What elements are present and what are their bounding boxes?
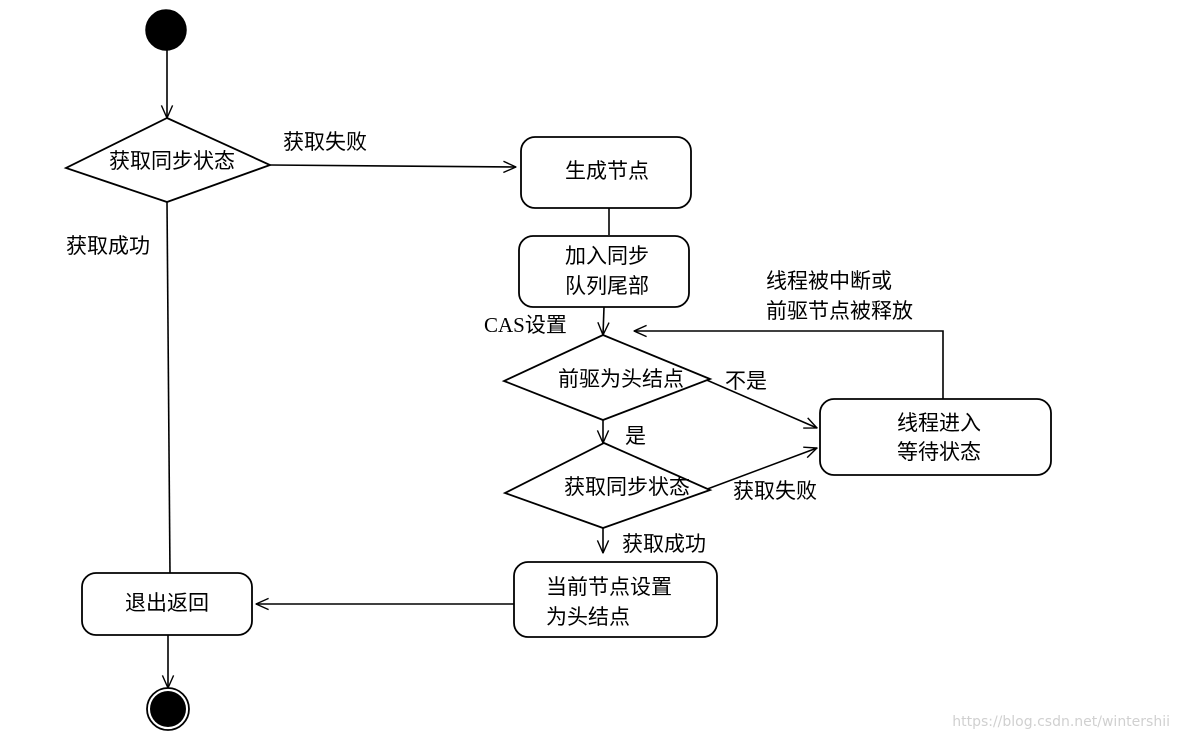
edge-label-acquire-fail-2: 获取失败 <box>733 479 817 503</box>
edge-label-acquire-success-1: 获取成功 <box>66 234 150 258</box>
box-thread-wait-label-line2: 等待状态 <box>897 440 981 464</box>
edge-label-acquire-success-2: 获取成功 <box>622 532 706 556</box>
edge-label-interrupt-line1: 线程被中断或 <box>766 269 892 293</box>
box-enqueue-tail-label-line2: 队列尾部 <box>565 274 649 298</box>
decision-predecessor-is-head <box>501 334 713 421</box>
edge-enqueue-to-pred-check <box>603 306 604 335</box>
edge-acquire-2-fail-to-wait <box>701 448 817 492</box>
decision-predecessor-is-head-label: 前驱为头结点 <box>558 367 684 391</box>
start-node <box>145 9 187 51</box>
box-exit-return <box>81 572 253 636</box>
decision-acquire-state-2-label: 获取同步状态 <box>564 475 690 499</box>
box-set-as-head <box>513 561 718 638</box>
box-enqueue-tail <box>518 235 690 308</box>
end-node <box>146 687 190 731</box>
edge-label-is-head: 是 <box>625 424 646 448</box>
edge-acquire-success-to-exit <box>166 201 171 575</box>
box-create-node <box>520 136 692 209</box>
edge-acquire-fail-to-create-node <box>269 165 516 167</box>
box-create-node-label: 生成节点 <box>565 159 649 183</box>
box-enqueue-tail-label-line1: 加入同步 <box>565 244 649 268</box>
edge-label-acquire-fail-1: 获取失败 <box>283 130 367 154</box>
edge-wait-loop-back <box>634 331 944 399</box>
edge-label-not-head: 不是 <box>725 369 767 393</box>
decision-acquire-state-2 <box>502 442 713 529</box>
watermark-text: https://blog.csdn.net/wintershii <box>952 714 1170 730</box>
box-set-as-head-label-line2: 为头结点 <box>546 605 630 629</box>
box-set-as-head-label-line1: 当前节点设置 <box>546 575 672 599</box>
decision-acquire-state-1 <box>63 117 273 203</box>
edge-label-cas-set: CAS设置 <box>484 313 567 337</box>
box-thread-wait-label-line1: 线程进入 <box>897 411 981 435</box>
edge-not-head-to-wait <box>701 377 817 428</box>
box-thread-wait <box>819 398 1052 476</box>
edge-label-interrupt-line2: 前驱节点被释放 <box>766 299 913 323</box>
box-exit-return-label: 退出返回 <box>125 591 209 615</box>
decision-acquire-state-1-label: 获取同步状态 <box>109 149 235 173</box>
